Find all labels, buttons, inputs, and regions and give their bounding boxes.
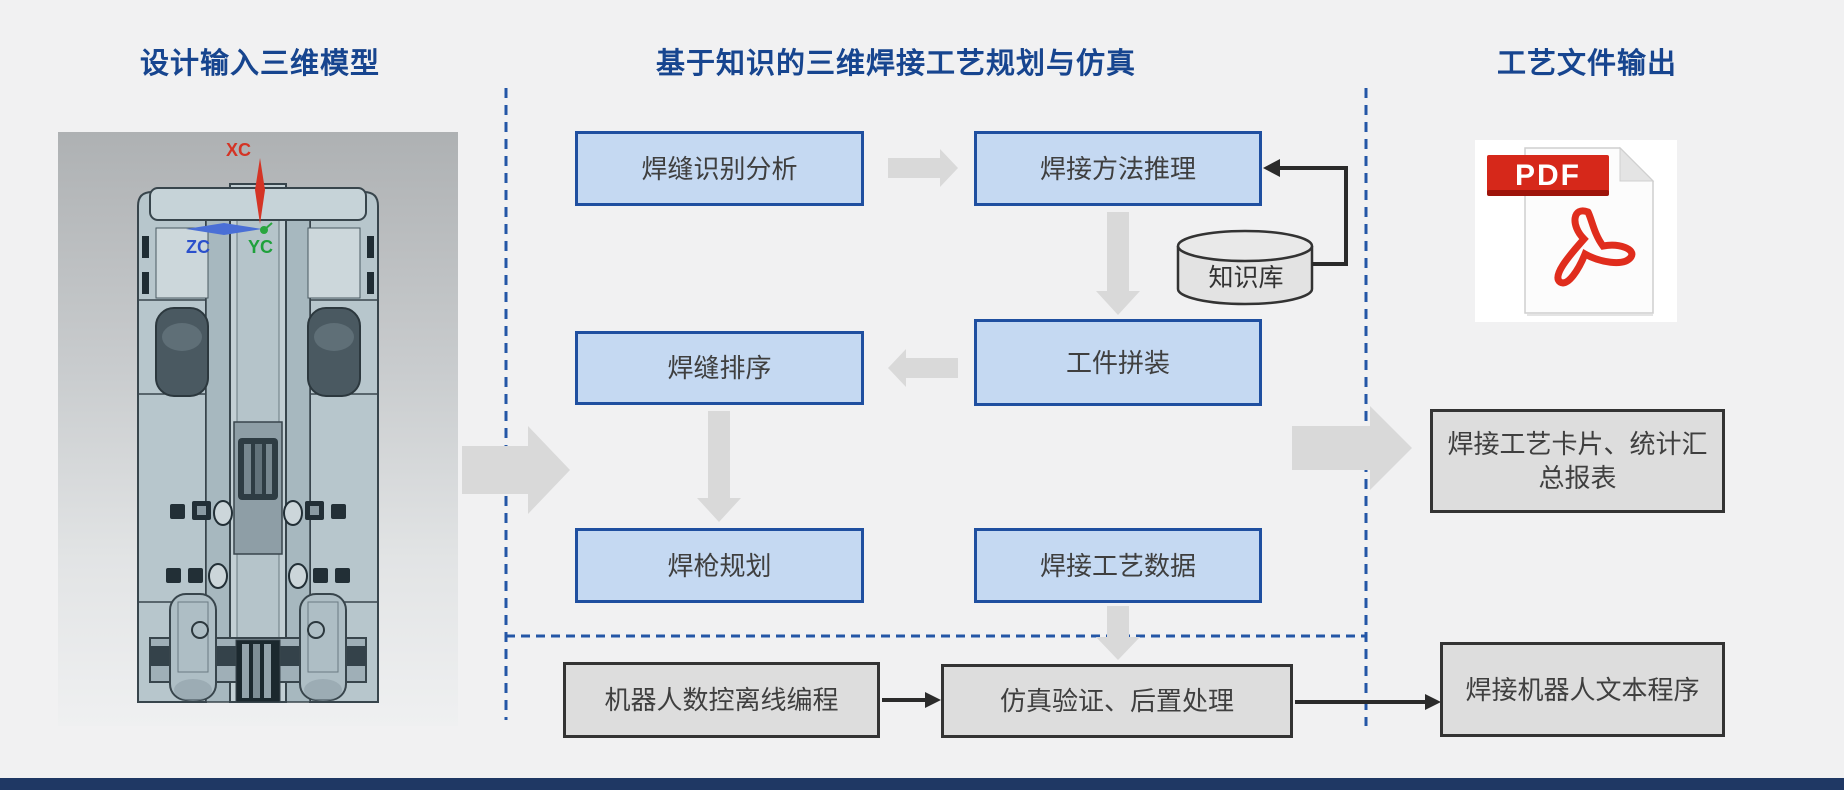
cad-model-view: XC ZC YC [58, 132, 458, 726]
arrow-down-method-to-assembly-icon [1096, 212, 1140, 315]
machine-frame [137, 183, 379, 703]
node-process-data: 焊接工艺数据 [974, 528, 1262, 603]
connector-simulation-arrowhead-icon [1425, 694, 1441, 710]
knowledge-base-cylinder [1176, 246, 1314, 306]
y-axis-label: YC [248, 237, 273, 257]
node-method-reasoning: 焊接方法推理 [974, 131, 1262, 206]
node-process-card-output: 焊接工艺卡片、统计汇总报表 [1430, 409, 1725, 513]
z-axis-arrow-icon [186, 223, 262, 235]
big-output-arrow-icon [1292, 406, 1412, 490]
node-workpiece-assembly: 工件拼装 [974, 319, 1262, 406]
arrow-right-row1-icon [888, 149, 958, 187]
x-axis-arrow-icon [255, 158, 265, 224]
coordinate-triad: XC ZC YC [186, 140, 273, 257]
left-section-title: 设计输入三维模型 [139, 48, 380, 80]
node-offline-programming: 机器人数控离线编程 [563, 662, 880, 738]
node-seam-sequencing: 焊缝排序 [575, 331, 864, 405]
cad-model-image: XC ZC YC [58, 132, 458, 726]
arrow-down-data-to-simulation-icon [1096, 606, 1140, 660]
pdf-page-fold-icon [1619, 146, 1655, 182]
arrow-left-row2-icon [888, 349, 958, 387]
knowledge-base-label: 知识库 [1208, 264, 1284, 292]
connector-kb-to-method [1276, 166, 1348, 266]
pdf-badge-label: PDF [1515, 159, 1581, 192]
pdf-file-icon: PDF [1475, 140, 1677, 322]
x-axis-label: XC [226, 140, 251, 160]
connector-offline-arrowhead-icon [925, 692, 941, 708]
pdf-banner [1487, 155, 1609, 195]
node-torch-planning: 焊枪规划 [575, 528, 864, 603]
arrow-down-sequencing-to-torch-icon [697, 411, 741, 522]
connector-kb-arrowhead-icon [1263, 159, 1280, 177]
pdf-icon-image: PDF [1487, 146, 1655, 316]
right-section-title: 工艺文件输出 [1496, 48, 1677, 80]
center-section-title: 基于知识的三维焊接工艺规划与仿真 [655, 48, 1136, 80]
acrobat-swirl-icon [1554, 207, 1636, 287]
z-axis-label: ZC [186, 237, 210, 257]
node-robot-text-program: 焊接机器人文本程序 [1440, 642, 1725, 737]
knowledge-base-cylinder-top [1176, 229, 1314, 263]
node-simulation-postprocessing: 仿真验证、后置处理 [941, 664, 1293, 738]
node-seam-recognition: 焊缝识别分析 [575, 131, 864, 206]
bottom-accent-bar [0, 778, 1844, 790]
big-input-arrow-icon [462, 426, 570, 514]
